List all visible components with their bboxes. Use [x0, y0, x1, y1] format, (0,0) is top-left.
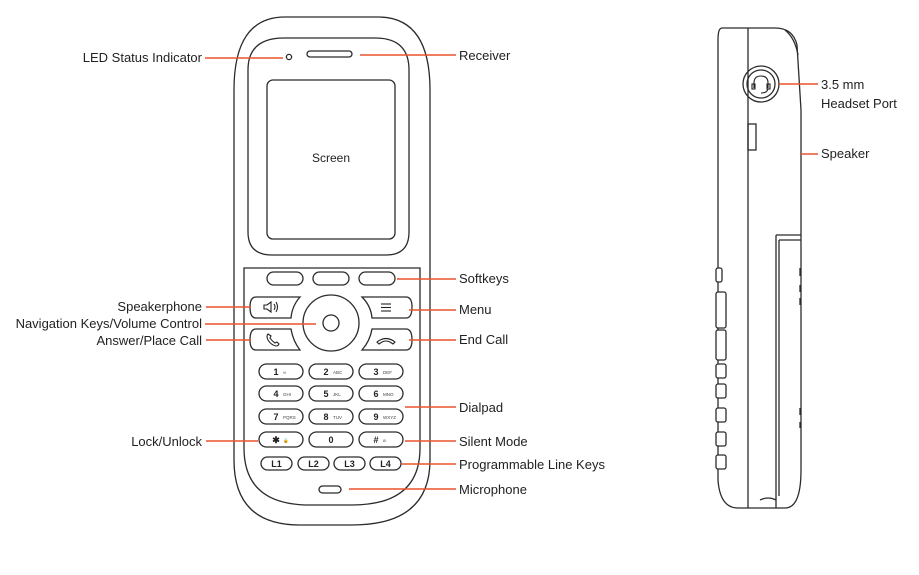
speaker-icon: [263, 300, 279, 314]
leader-lines: [205, 54, 456, 490]
dialpad-key-number: 0: [328, 435, 333, 445]
dialpad-key-letters: WXYZ: [383, 415, 396, 420]
dialpad-key-number: 7: [273, 412, 278, 422]
receiver-slot: [306, 50, 353, 58]
navigation-center-key[interactable]: [322, 314, 340, 332]
label-menu: Menu: [459, 302, 492, 317]
dialpad-key-number: 6: [373, 389, 378, 399]
phone-end-icon: [376, 337, 396, 345]
dialpad-key-number: #: [373, 435, 378, 445]
dialpad-key-number: 5: [323, 389, 328, 399]
dialpad-key-number: 3: [373, 367, 378, 377]
callout-labels: LED Status Indicator Receiver Softkeys S…: [16, 48, 606, 497]
answer-call-button[interactable]: [249, 328, 302, 351]
dialpad-key-number: 4: [273, 389, 278, 399]
line-key-label: L2: [308, 459, 319, 469]
dialpad-key-number: 9: [373, 412, 378, 422]
label-answer-call: Answer/Place Call: [97, 333, 203, 348]
dialpad-key[interactable]: 5 JKL: [308, 385, 354, 402]
end-call-button[interactable]: [360, 328, 413, 351]
dialpad-key[interactable]: ✱🔒: [258, 431, 304, 448]
navigation-keys[interactable]: [302, 294, 360, 352]
dialpad-key[interactable]: 1∞: [258, 363, 304, 380]
speakerphone-button[interactable]: [249, 296, 302, 319]
dialpad-key-letters: ∞: [283, 370, 286, 375]
line-key-label: L3: [344, 459, 355, 469]
label-dialpad: Dialpad: [459, 400, 503, 415]
dialpad-key[interactable]: #ø: [358, 431, 404, 448]
label-headset-port-size: 3.5 mm: [821, 77, 864, 92]
label-microphone: Microphone: [459, 482, 527, 497]
label-receiver: Receiver: [459, 48, 511, 63]
dialpad-key-number: 1: [273, 367, 278, 377]
dialpad-key-number: 8: [323, 412, 328, 422]
label-navigation: Navigation Keys/Volume Control: [16, 316, 203, 331]
dialpad-key[interactable]: 0: [308, 431, 354, 448]
phone-front-view: Screen: [233, 16, 431, 526]
menu-icon: [381, 303, 391, 312]
line-key-label: L1: [271, 459, 282, 469]
dialpad-key-number: 2: [323, 367, 328, 377]
side-body-outline: [717, 27, 802, 509]
phone-side-view: [715, 27, 802, 509]
phone-body-outer: [233, 16, 431, 526]
line-key-label: L4: [380, 459, 391, 469]
line-key-l2[interactable]: L2: [297, 456, 330, 471]
dialpad-key-letters: TUV: [333, 415, 342, 420]
dialpad-key[interactable]: 4 GHI: [258, 385, 304, 402]
dialpad-key[interactable]: 3 DEF: [358, 363, 404, 380]
softkey-middle[interactable]: [312, 271, 350, 286]
dialpad-key-letters: JKL: [333, 392, 341, 397]
dialpad-key-letters: 🔒: [283, 438, 289, 443]
label-end-call: End Call: [459, 332, 508, 347]
programmable-line-keys: L1 L2 L3 L4: [260, 456, 402, 471]
dialpad-key-letters: MNO: [383, 392, 394, 397]
screen-bezel: [247, 37, 410, 256]
label-lock-unlock: Lock/Unlock: [131, 434, 202, 449]
dialpad-key-letters: ABC: [333, 370, 343, 375]
label-led-status: LED Status Indicator: [83, 50, 203, 65]
label-speaker: Speaker: [821, 146, 870, 161]
label-speakerphone: Speakerphone: [117, 299, 202, 314]
dialpad-key[interactable]: 8 TUV: [308, 408, 354, 425]
line-key-l3[interactable]: L3: [333, 456, 366, 471]
line-key-l1[interactable]: L1: [260, 456, 293, 471]
label-headset-port: Headset Port: [821, 96, 897, 111]
dialpad-key-letters: GHI: [283, 392, 291, 397]
line-key-l4[interactable]: L4: [369, 456, 402, 471]
dialpad-key[interactable]: 7 PQRS: [258, 408, 304, 425]
label-softkeys: Softkeys: [459, 271, 509, 286]
microphone-slot: [318, 485, 342, 494]
softkey-left[interactable]: [266, 271, 304, 286]
headset-icon: [751, 75, 771, 94]
dialpad-key[interactable]: 2 ABC: [308, 363, 354, 380]
label-line-keys: Programmable Line Keys: [459, 457, 605, 472]
dialpad-key-letters: DEF: [383, 370, 392, 375]
dialpad-key[interactable]: 6 MNO: [358, 385, 404, 402]
screen: [266, 79, 396, 240]
phone-answer-icon: [266, 333, 280, 347]
softkey-right[interactable]: [358, 271, 396, 286]
dialpad-key-letters: ø: [383, 438, 386, 443]
keypad-panel: [243, 267, 421, 506]
dialpad-key-number: ✱: [272, 435, 280, 445]
menu-button[interactable]: [360, 296, 413, 319]
screen-label: Screen: [312, 151, 350, 165]
dialpad-key[interactable]: 9 WXYZ: [358, 408, 404, 425]
led-status-indicator: [285, 53, 293, 61]
label-silent-mode: Silent Mode: [459, 434, 528, 449]
dialpad-key-letters: PQRS: [283, 415, 296, 420]
